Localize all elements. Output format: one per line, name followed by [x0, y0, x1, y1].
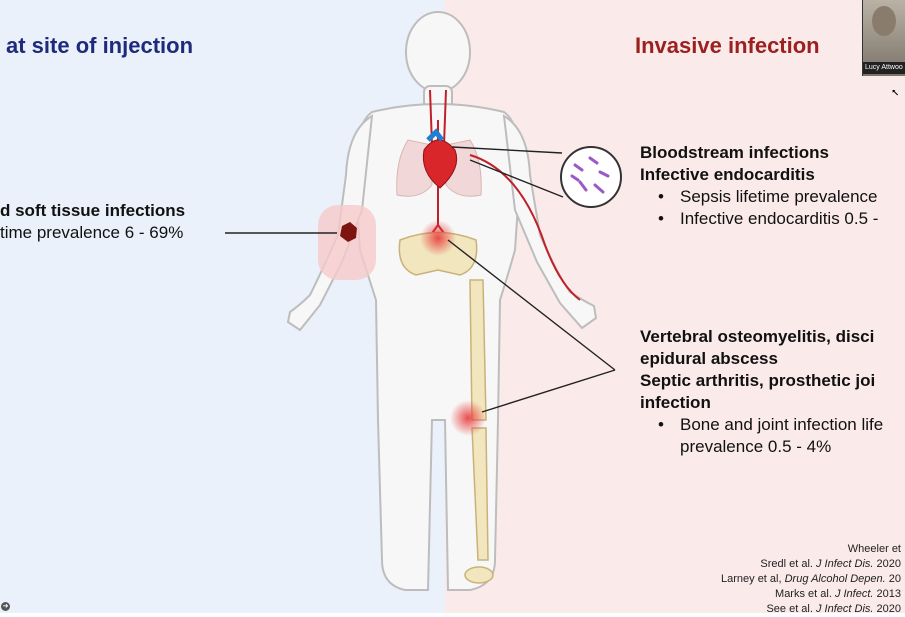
ref-5: See et al. J Infect Dis. 2020: [766, 603, 901, 615]
infection-title: infection: [640, 393, 711, 412]
endocarditis-bullet: Infective endocarditis 0.5 -: [640, 208, 878, 230]
body-silhouette: [286, 11, 598, 591]
heart: [422, 128, 458, 189]
arm-inflamed-area: [318, 205, 376, 280]
endocarditis-title: Infective endocarditis: [640, 165, 815, 184]
references: Wheeler et Sredl et al. J Infect Dis. 20…: [721, 542, 901, 617]
right-heading: Invasive infection: [635, 33, 820, 58]
knee-infection-glow: [450, 400, 486, 436]
bone-bullet-cont: prevalence 0.5 - 4%: [680, 437, 832, 456]
sepsis-bullet: Sepsis lifetime prevalence: [640, 186, 878, 208]
epidural-title: epidural abscess: [640, 349, 778, 368]
ref-4: Marks et al. J Infect. 2013: [775, 588, 901, 600]
bloodstream-title: Bloodstream infections: [640, 143, 829, 162]
left-panel-background: [0, 0, 445, 613]
avatar: [872, 6, 896, 36]
ref-1: Wheeler et: [847, 543, 901, 555]
ref-3: Larney et al, Drug Alcohol Depen. 20: [721, 573, 901, 585]
right-panel-background: [445, 0, 905, 613]
mouse-cursor-icon: ⭦: [892, 88, 899, 99]
left-heading: at site of injection: [6, 33, 194, 58]
osteomyelitis-title: Vertebral osteomyelitis, disci: [640, 327, 875, 346]
ref-2: Sredl et al. J Infect Dis. 2020: [760, 558, 901, 570]
bloodstream-block: Bloodstream infections Infective endocar…: [640, 142, 878, 230]
abscess-icon: [340, 222, 357, 242]
leader-lines: [225, 146, 616, 413]
skin-infection-title: d soft tissue infections: [0, 201, 186, 220]
bone-bullet: Bone and joint infection life: [640, 414, 883, 436]
slide-nav-icon[interactable]: ➜: [1, 602, 10, 611]
skin-infection-block: d soft tissue infections time prevalence…: [0, 200, 185, 244]
bone-joint-block: Vertebral osteomyelitis, disci epidural …: [640, 326, 883, 458]
skin-infection-bullet: time prevalence 6 - 69%: [0, 223, 184, 242]
bacteria-icon: [560, 146, 622, 208]
septic-arthritis-title: Septic arthritis, prosthetic joi: [640, 371, 876, 390]
webcam-name: Lucy Attwoo: [863, 62, 905, 74]
spine-infection-glow: [420, 220, 456, 256]
webcam-tile[interactable]: Lucy Attwoo: [862, 0, 905, 76]
